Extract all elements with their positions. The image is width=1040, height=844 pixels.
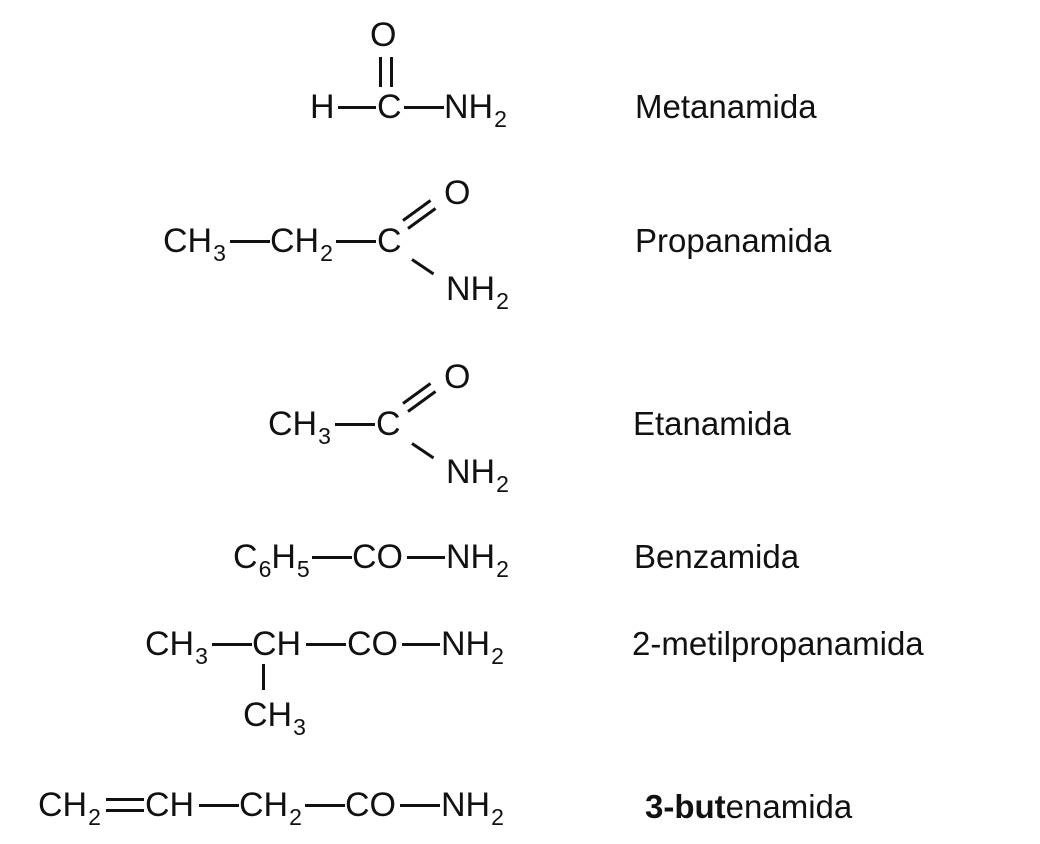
atom-o: O	[444, 174, 471, 212]
atom-nh2: NH2	[441, 786, 504, 830]
double-bond-line	[407, 390, 437, 413]
single-bond	[312, 556, 352, 559]
compound-name: 3-butenamida	[645, 788, 853, 825]
atom-c6h5: C6H5	[233, 538, 310, 582]
double-bond-line	[402, 199, 432, 222]
single-bond	[338, 106, 376, 109]
atom-nh2: NH2	[441, 625, 504, 669]
atom-ch: CH	[145, 786, 195, 824]
atom-co: CO	[345, 786, 396, 824]
single-bond	[336, 240, 376, 243]
atom-o: O	[444, 358, 471, 396]
single-bond	[305, 804, 345, 807]
compound-name: Metanamida	[635, 88, 817, 125]
double-bond-line	[106, 809, 144, 812]
single-bond	[306, 643, 346, 646]
double-bond-line	[106, 798, 144, 801]
atom-ch2: CH2	[239, 786, 302, 830]
atom-ch3: CH3	[163, 222, 226, 266]
atom-c: C	[377, 222, 402, 260]
atom-co: CO	[352, 538, 403, 576]
single-bond	[335, 423, 375, 426]
single-bond	[402, 643, 440, 646]
atom-h: H	[310, 88, 335, 126]
atom-nh2: NH2	[446, 453, 509, 497]
single-bond	[212, 643, 252, 646]
double-bond-line	[407, 207, 437, 230]
compound-name: Propanamida	[635, 222, 832, 259]
atom-c: C	[377, 88, 402, 126]
atom-o: O	[370, 16, 397, 54]
single-bond	[199, 804, 239, 807]
single-bond-vertical	[262, 664, 265, 690]
atom-ch2: CH2	[38, 786, 101, 830]
atom-nh2: NH2	[446, 270, 509, 314]
single-bond	[404, 106, 444, 109]
single-bond	[230, 240, 270, 243]
atom-c: C	[376, 405, 401, 443]
compound-name: Etanamida	[633, 405, 791, 442]
double-bond-line	[402, 382, 432, 405]
atom-nh2: NH2	[444, 88, 507, 132]
atom-ch3: CH3	[268, 405, 331, 449]
compound-name: Benzamida	[634, 538, 800, 575]
atom-ch: CH	[252, 625, 302, 663]
atom-co: CO	[347, 625, 398, 663]
atom-ch3: CH3	[145, 625, 208, 669]
compound-name: 2-metilpropanamida	[632, 625, 924, 662]
atom-nh2: NH2	[446, 538, 509, 582]
single-bond	[407, 556, 445, 559]
single-bond	[400, 804, 440, 807]
single-bond	[411, 258, 435, 276]
single-bond	[411, 442, 435, 460]
double-bond-line	[379, 57, 382, 87]
double-bond-line	[390, 57, 393, 87]
atom-ch2: CH2	[270, 222, 333, 266]
atom-ch3-branch: CH3	[243, 696, 306, 740]
